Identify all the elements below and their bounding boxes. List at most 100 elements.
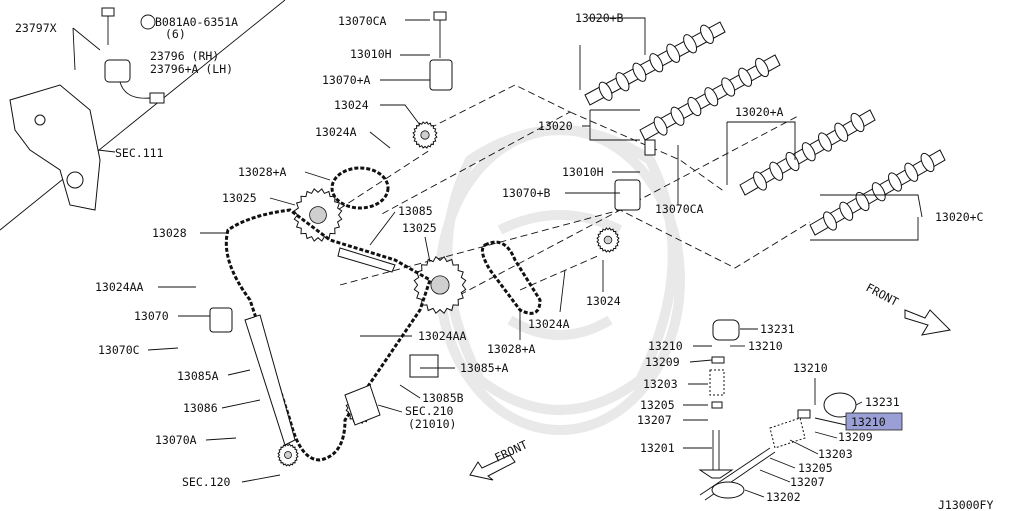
cam-lobe <box>818 132 832 152</box>
label-13020a[interactable]: 13020+A <box>735 105 784 119</box>
label-sec210[interactable]: SEC.210 <box>405 404 454 418</box>
cam-lobe <box>632 62 647 82</box>
valve-assembly-right <box>699 392 857 501</box>
valve-assembly-left <box>698 319 740 479</box>
dashed-assembly-lines <box>329 84 811 301</box>
label-23796a[interactable]: 23796+A (LH) <box>150 62 233 76</box>
label-13207-a[interactable]: 13207 <box>637 413 672 427</box>
cam-lobe <box>871 182 886 202</box>
cam-lobe <box>721 77 736 97</box>
cam-lobe <box>670 106 685 126</box>
cam-lobe <box>615 72 630 92</box>
label-13070c[interactable]: 13070C <box>98 343 140 357</box>
diagram-code: J13000FY <box>938 498 993 511</box>
label-23796[interactable]: 23796 (RH) <box>150 49 219 63</box>
label-sec120[interactable]: SEC.120 <box>182 475 231 489</box>
tensioner-13070 <box>209 307 233 333</box>
cam-lobe <box>801 142 816 162</box>
sprocket <box>596 227 620 253</box>
front-arrow-right <box>904 309 952 336</box>
label-13024-mid[interactable]: 13024 <box>586 294 621 308</box>
label-13020c[interactable]: 13020+C <box>935 210 984 224</box>
label-13203-a[interactable]: 13203 <box>643 377 678 391</box>
cam-lobe <box>653 116 668 136</box>
vtc-solenoid-upper <box>429 11 453 91</box>
cam-lobe <box>598 81 613 101</box>
cam-lobe <box>823 211 837 231</box>
label-13028[interactable]: 13028 <box>152 226 187 240</box>
label-13028a-top[interactable]: 13028+A <box>238 165 287 179</box>
label-13207-b[interactable]: 13207 <box>790 475 825 489</box>
timing-chain-13028 <box>224 208 432 462</box>
cam-lobe <box>753 171 767 191</box>
label-13202[interactable]: 13202 <box>766 490 801 504</box>
cam-lobe <box>700 24 714 44</box>
cam-lobe <box>834 122 849 142</box>
label-13024a-top[interactable]: 13024A <box>315 125 357 139</box>
part-labels: 23797X B081A0-6351A (6) 23796 (RH) 23796… <box>15 11 993 511</box>
label-23797x[interactable]: 23797X <box>15 21 57 35</box>
label-13070[interactable]: 13070 <box>134 309 169 323</box>
label-13024aa-left[interactable]: 13024AA <box>95 280 144 294</box>
label-13210-a2[interactable]: 13210 <box>748 339 783 353</box>
cam-lobe <box>850 112 865 133</box>
label-13025-mid[interactable]: 13025 <box>402 221 437 235</box>
chain-guide-13086 <box>244 314 296 446</box>
label-13024a-mid[interactable]: 13024A <box>528 317 570 331</box>
tensioner-13085b <box>344 354 439 426</box>
cam-lobe <box>666 43 681 63</box>
label-13070b[interactable]: 13070+B <box>502 186 551 200</box>
label-13070a[interactable]: 13070+A <box>322 73 371 87</box>
label-13085a-plus[interactable]: 13085+A <box>460 361 509 375</box>
cam-lobe <box>687 96 702 117</box>
label-sec111[interactable]: SEC.111 <box>115 146 164 160</box>
timing-chain-13028a-upper <box>330 166 390 210</box>
cam-lobe <box>904 162 919 182</box>
label-13070ca-mid[interactable]: 13070CA <box>655 202 704 216</box>
sprocket <box>413 256 467 314</box>
label-13205-b[interactable]: 13205 <box>798 461 833 475</box>
label-13086[interactable]: 13086 <box>183 401 218 415</box>
cam-lobe <box>704 87 719 107</box>
cam-lobe <box>920 152 935 173</box>
label-13085b[interactable]: 13085B <box>422 391 464 405</box>
label-13024[interactable]: 13024 <box>334 98 369 112</box>
label-13010h-top[interactable]: 13010H <box>350 47 392 61</box>
label-13201[interactable]: 13201 <box>640 441 675 455</box>
label-13020b[interactable]: 13020+B <box>575 11 624 25</box>
label-13209-b[interactable]: 13209 <box>838 430 873 444</box>
label-13209-a[interactable]: 13209 <box>645 355 680 369</box>
sprocket <box>277 443 299 467</box>
inset-divider-line <box>0 0 286 231</box>
label-081a0[interactable]: B081A0-6351A <box>155 15 238 29</box>
label-13010h-mid[interactable]: 13010H <box>562 165 604 179</box>
label-13205-a[interactable]: 13205 <box>640 398 675 412</box>
label-13085a[interactable]: 13085A <box>177 369 219 383</box>
label-13210-b[interactable]: 13210 <box>793 361 828 375</box>
label-13210-a1[interactable]: 13210 <box>648 339 683 353</box>
label-13070ca-top[interactable]: 13070CA <box>338 14 387 28</box>
label-13020[interactable]: 13020 <box>538 119 573 133</box>
timing-chain-13028a-mid <box>480 240 542 315</box>
label-13210-highlight[interactable]: 13210 <box>851 415 886 429</box>
cam-lobe <box>683 34 698 54</box>
label-13070a-bottom[interactable]: 13070A <box>155 433 197 447</box>
chain-guide-13085 <box>337 247 396 273</box>
label-13231-a[interactable]: 13231 <box>760 322 795 336</box>
label-13025-left[interactable]: 13025 <box>222 191 257 205</box>
highlight-box <box>845 412 903 431</box>
label-13085[interactable]: 13085 <box>398 204 433 218</box>
timing-cover-part <box>9 84 101 211</box>
label-13028a-mid[interactable]: 13028+A <box>487 342 536 356</box>
leader-lines <box>72 17 923 498</box>
cam-lobe <box>855 191 870 212</box>
label-13024aa-mid[interactable]: 13024AA <box>418 329 467 343</box>
cam-lobe <box>738 67 753 87</box>
sprocket <box>412 121 438 149</box>
label-13231-b[interactable]: 13231 <box>865 395 900 409</box>
cam-lobe <box>755 57 769 78</box>
label-13203-b[interactable]: 13203 <box>818 447 853 461</box>
cam-lobe <box>785 151 800 172</box>
